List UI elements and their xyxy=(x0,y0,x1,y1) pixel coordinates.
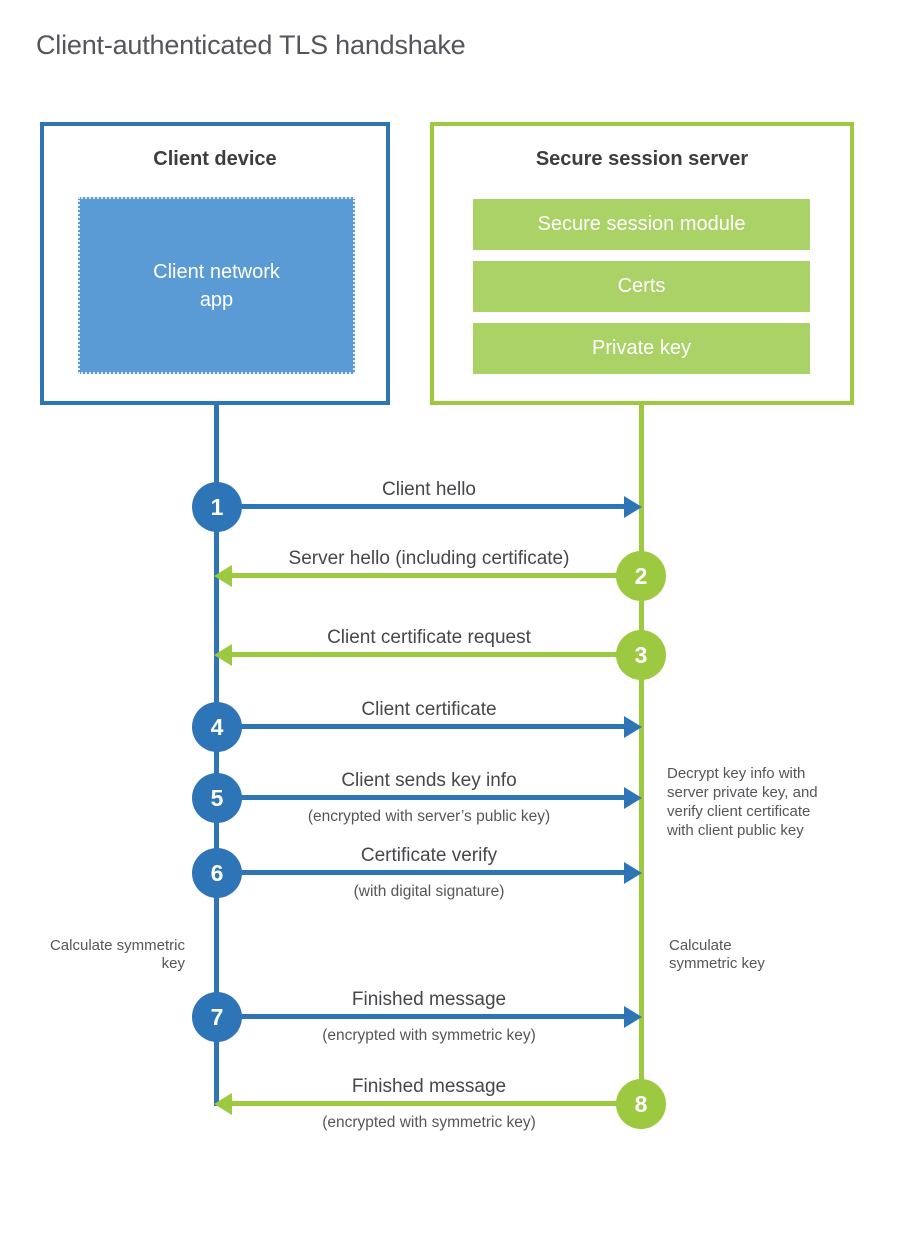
message-arrow-shaft xyxy=(217,504,625,509)
server-module-secure-session: Secure session module xyxy=(473,199,810,250)
message-label: Client certificate xyxy=(361,699,497,720)
message-step-circle: 2 xyxy=(616,551,666,601)
message-step-circle: 1 xyxy=(192,482,242,532)
message-arrow-shaft xyxy=(217,724,625,729)
message-step-circle: 7 xyxy=(192,992,242,1042)
message-arrowhead xyxy=(624,1006,642,1028)
message-step-circle: 4 xyxy=(192,702,242,752)
message-arrow-shaft xyxy=(232,1101,640,1106)
message-sublabel: (encrypted with symmetric key) xyxy=(322,1114,536,1131)
message-label: Certificate verify xyxy=(360,845,498,866)
server-lifeline xyxy=(639,405,644,1129)
secure-session-server-title: Secure session server xyxy=(535,148,749,170)
message-step-circle: 6 xyxy=(192,848,242,898)
message-arrow-shaft xyxy=(232,652,640,657)
message-sublabel: (encrypted with symmetric key) xyxy=(322,1027,536,1044)
client-network-app-box: Client network app xyxy=(78,197,355,374)
message-step-circle: 5 xyxy=(192,773,242,823)
message-step-circle: 3 xyxy=(616,630,666,680)
message-step-circle: 8 xyxy=(616,1079,666,1129)
calc-symmetric-key-client: Calculate symmetric key xyxy=(49,937,185,972)
server-decrypt-note: Decrypt key info with server private key… xyxy=(667,765,818,839)
message-arrow-shaft xyxy=(232,573,640,578)
message-arrowhead xyxy=(624,787,642,809)
message-label: Finished message xyxy=(351,989,507,1010)
client-network-app-label: Client network app xyxy=(153,260,280,311)
message-label: Finished message xyxy=(351,1076,507,1097)
message-arrowhead xyxy=(214,1093,232,1115)
message-label: Client hello xyxy=(382,479,476,500)
server-module-private-key: Private key xyxy=(473,323,810,374)
message-arrow-shaft xyxy=(217,1014,625,1019)
message-arrowhead xyxy=(214,644,232,666)
message-arrowhead xyxy=(624,496,642,518)
message-sublabel: (encrypted with server’s public key) xyxy=(307,808,551,825)
calc-symmetric-key-server: Calculate symmetric key xyxy=(669,937,765,972)
message-label: Server hello (including certificate) xyxy=(288,548,570,569)
server-module-certs: Certs xyxy=(473,261,810,312)
message-arrowhead xyxy=(214,565,232,587)
message-arrowhead xyxy=(624,862,642,884)
client-device-title: Client device xyxy=(153,148,277,170)
client-lifeline xyxy=(214,405,219,1106)
page-title: Client-authenticated TLS handshake xyxy=(36,30,466,60)
message-label: Client certificate request xyxy=(327,627,531,648)
message-arrow-shaft xyxy=(217,870,625,875)
message-arrowhead xyxy=(624,716,642,738)
message-sublabel: (with digital signature) xyxy=(353,883,505,900)
message-label: Client sends key info xyxy=(341,770,517,791)
message-arrow-shaft xyxy=(217,795,625,800)
